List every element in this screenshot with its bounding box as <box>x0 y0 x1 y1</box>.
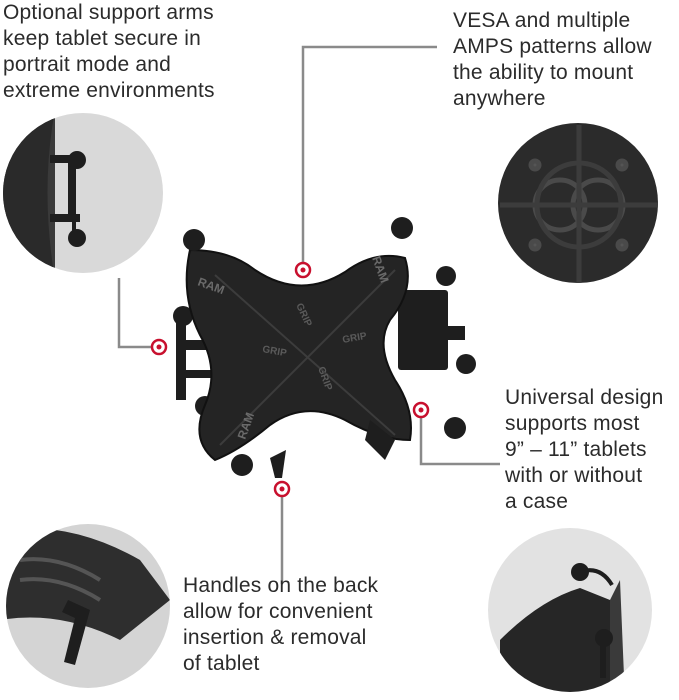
detail-circle-support-arm <box>3 113 163 273</box>
callout-markers <box>150 261 430 498</box>
tablet-cradle: RAM RAM RAM GRIP GRIP GRIP GRIP <box>173 217 476 478</box>
leader-lines <box>117 45 500 584</box>
detail-circle-vesa-pattern <box>498 123 658 283</box>
grip-mark-left: GRIP <box>261 344 287 359</box>
back-handles <box>270 420 395 478</box>
callout-support-arms: Optional support arms keep tablet secure… <box>3 1 215 102</box>
cradle-knobs <box>183 217 466 476</box>
callout-vesa-amps: VESA and multiple AMPS patterns allow th… <box>453 9 652 110</box>
leader-line-vesa <box>301 45 437 270</box>
callout-back-handles: Handles on the back allow for convenient… <box>183 574 379 675</box>
leader-line-arms <box>117 278 159 349</box>
cradle-body <box>185 248 412 462</box>
detail-circle-handle <box>6 524 170 688</box>
leader-line-universal <box>419 410 500 466</box>
detail-circle-tablet-edge <box>488 528 652 692</box>
grip-mark-right: GRIP <box>342 331 368 346</box>
right-support-arm <box>398 266 476 374</box>
callout-universal-design: Universal design supports most 9” – 11” … <box>505 386 664 513</box>
